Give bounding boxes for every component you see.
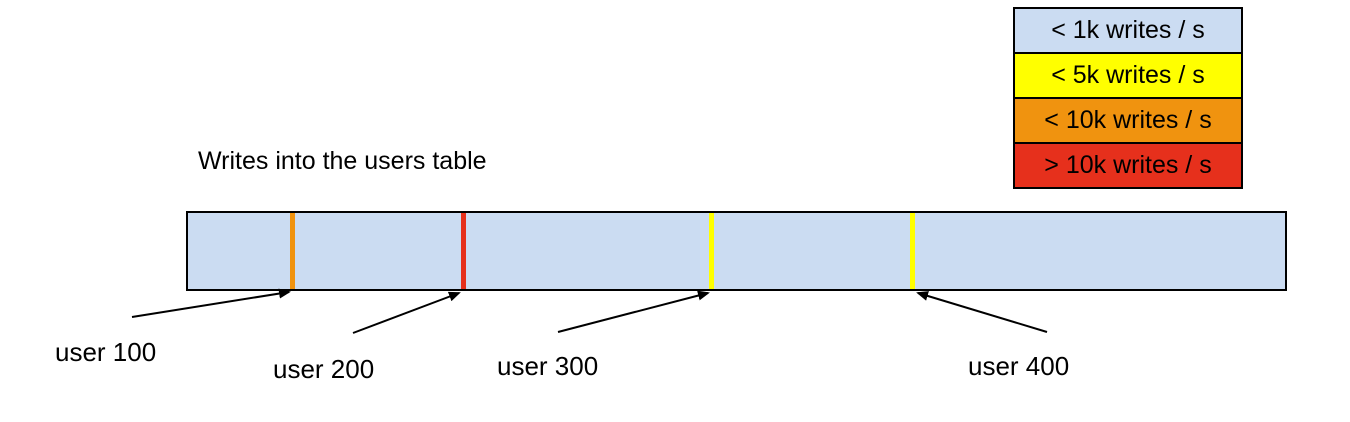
legend-label: < 1k writes / s [1051, 16, 1205, 44]
legend-label: > 10k writes / s [1044, 151, 1212, 179]
legend-label: < 10k writes / s [1044, 106, 1212, 134]
arrow-user-200 [352, 291, 461, 334]
user-100-label: user 100 [55, 337, 157, 367]
marker-user-300 [708, 213, 714, 289]
marker-user-200 [460, 213, 466, 289]
arrow-user-100 [131, 288, 291, 318]
legend-row-lt-1k: < 1k writes / s [1013, 7, 1243, 54]
legend-row-gt-10k: > 10k writes / s [1013, 142, 1243, 189]
arrow-user-300 [557, 290, 710, 333]
user-300-label: user 300 [497, 351, 599, 381]
legend-row-lt-5k: < 5k writes / s [1013, 52, 1243, 99]
marker-user-400 [909, 213, 915, 289]
user-200-label: user 200 [273, 354, 375, 384]
diagram-title: Writes into the users table [198, 147, 487, 175]
legend-label: < 5k writes / s [1051, 61, 1205, 89]
marker-user-100 [290, 213, 296, 289]
user-400-label: user 400 [968, 351, 1070, 381]
legend-row-lt-10k: < 10k writes / s [1013, 97, 1243, 144]
users-table-bar [186, 211, 1287, 291]
arrow-user-400 [916, 291, 1048, 333]
legend: < 1k writes / s < 5k writes / s < 10k wr… [1013, 7, 1243, 189]
